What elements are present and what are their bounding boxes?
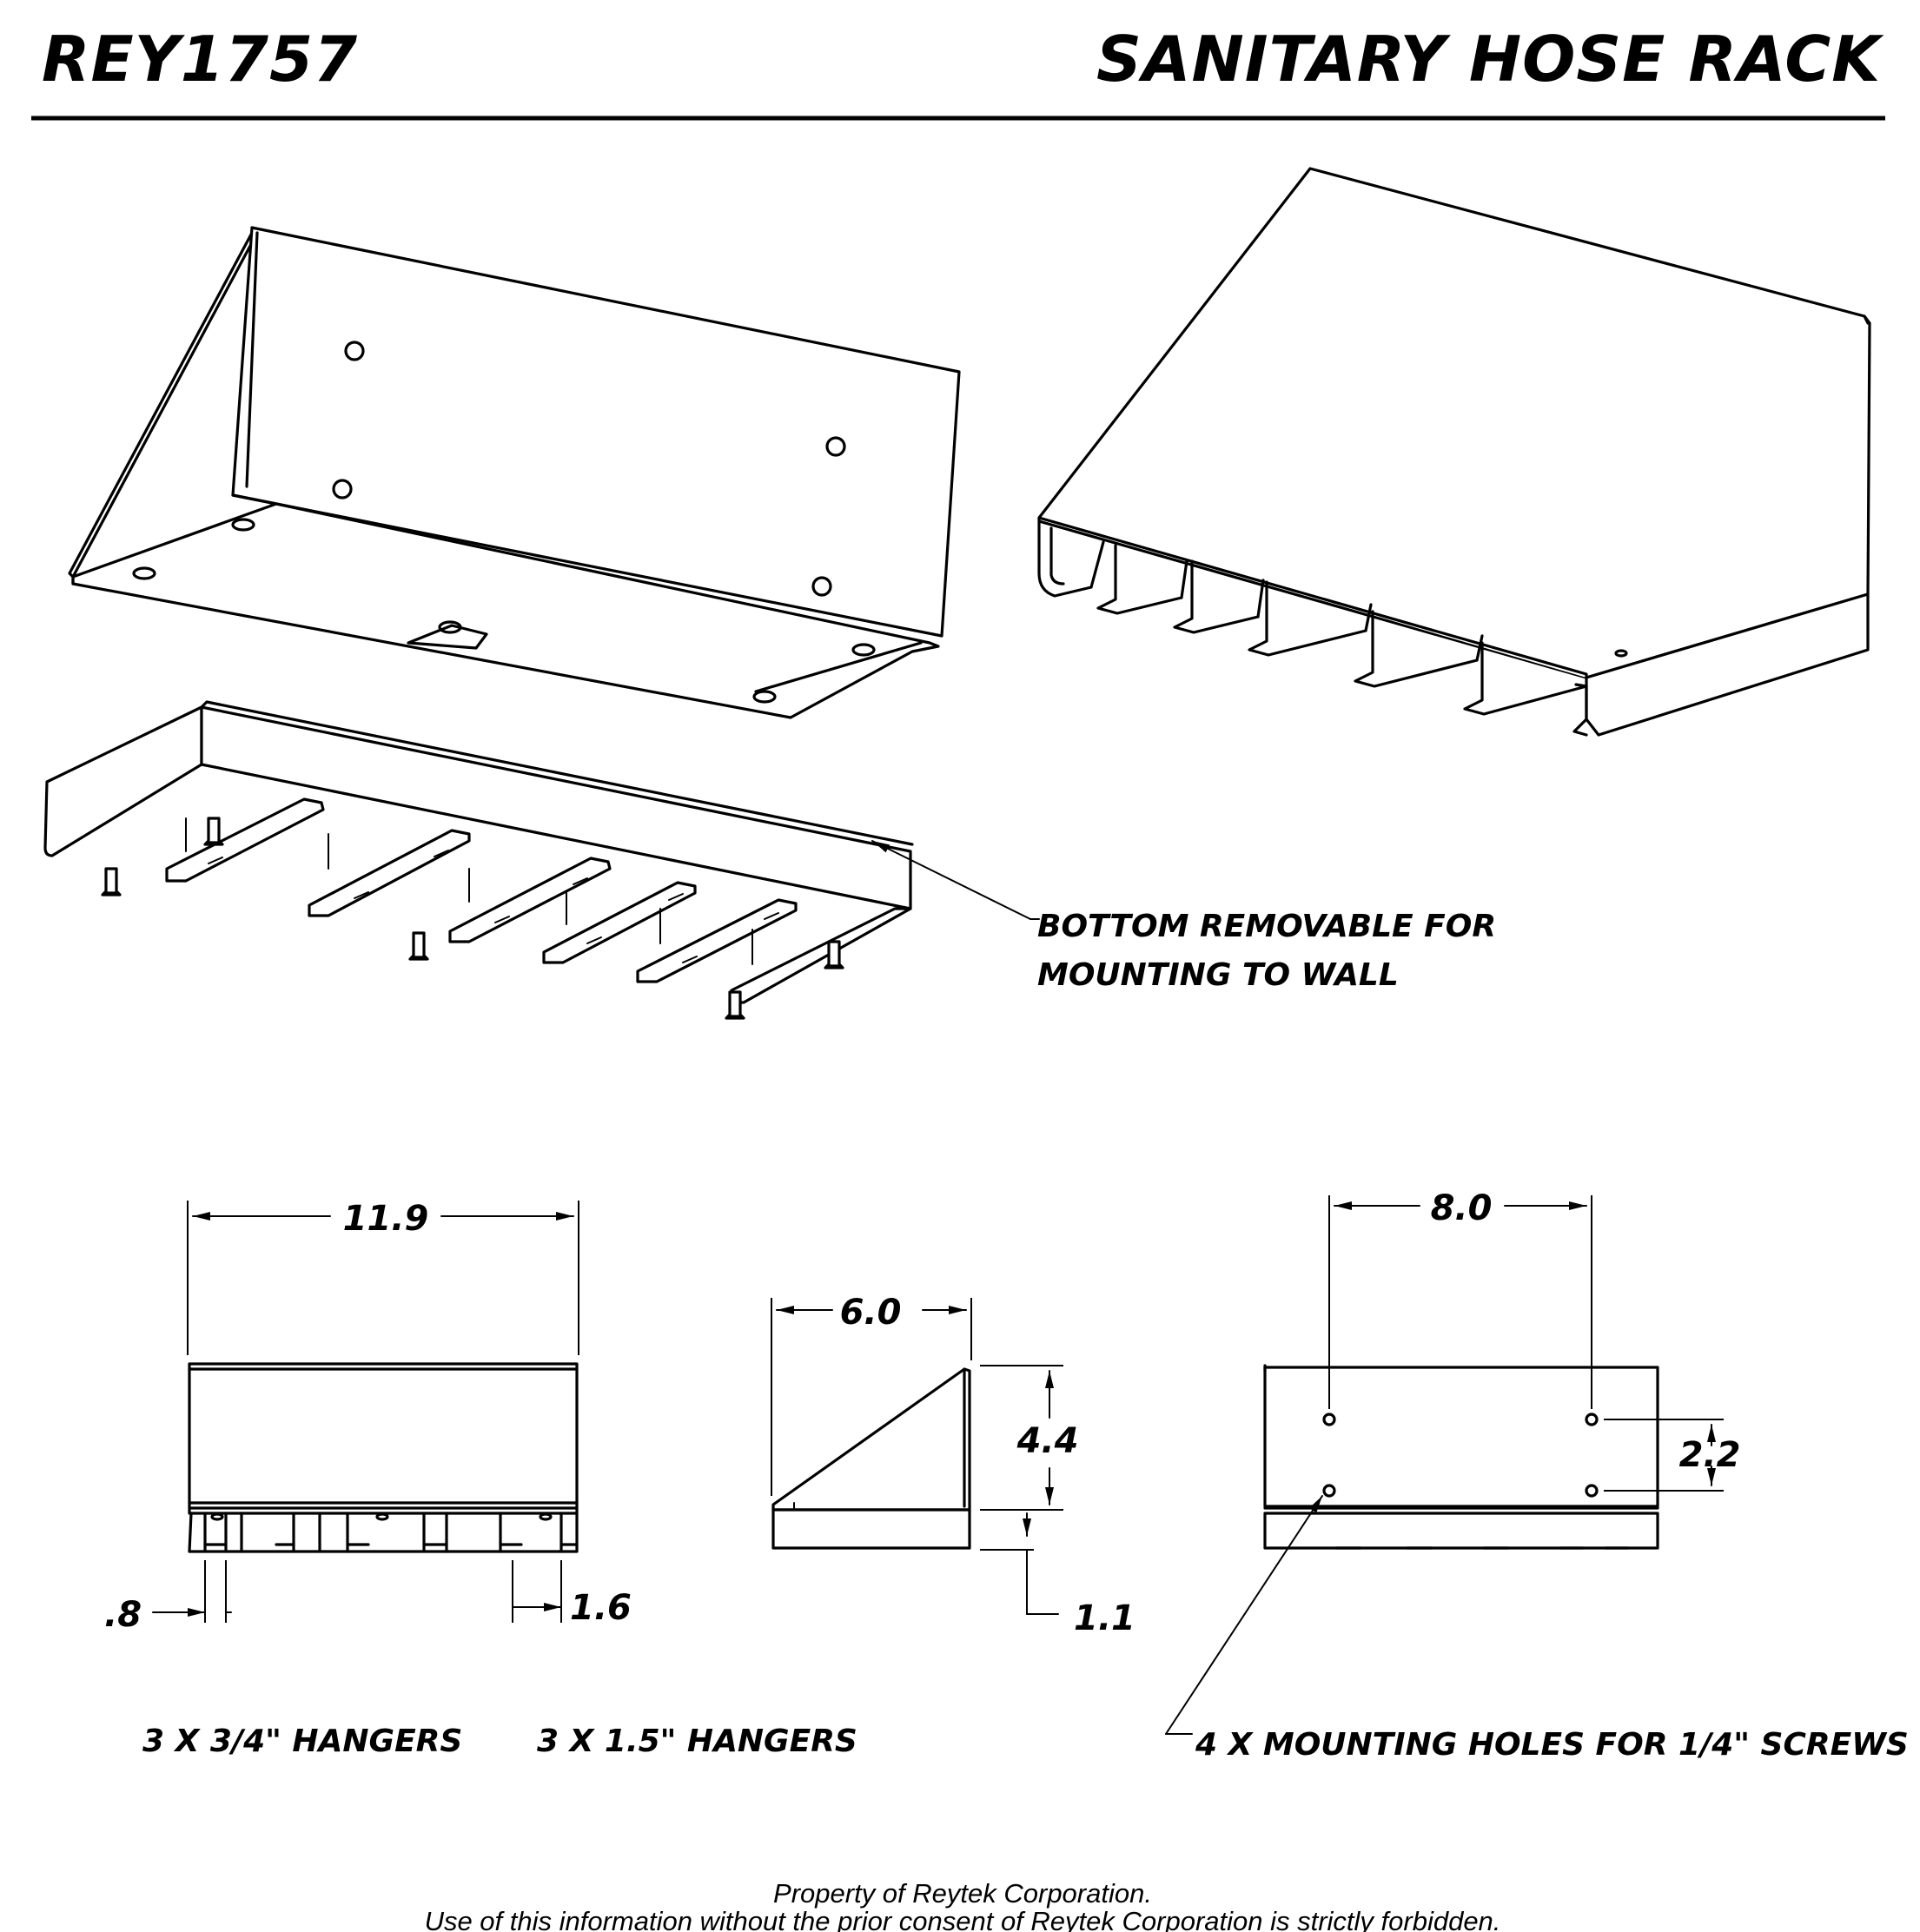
footer-line2: Use of this information without the prio… xyxy=(425,1906,1501,1932)
part-number: REY1757 xyxy=(42,23,358,96)
dim-height: 4.4 xyxy=(1016,1421,1079,1461)
mounting-holes-note: 4 X MOUNTING HOLES FOR 1/4" SCREWS xyxy=(1195,1727,1909,1763)
drawing-title: SANITARY HOSE RACK xyxy=(1096,23,1884,96)
footer-line1: Property of Reytek Corporation. xyxy=(773,1878,1152,1909)
rack-bottom-iso xyxy=(43,700,914,1020)
rack-upper-body-iso xyxy=(68,226,961,719)
screw xyxy=(725,990,745,1020)
mounting-hole xyxy=(1322,1484,1336,1498)
mounting-hole xyxy=(1322,1413,1336,1426)
bottom-callout-leader xyxy=(871,840,1031,920)
mounting-holes-leader xyxy=(1165,1495,1323,1735)
mounting-hole xyxy=(1585,1413,1599,1426)
side-view xyxy=(771,1367,971,1550)
screw xyxy=(101,867,122,897)
dim-overall-width: 11.9 xyxy=(343,1199,429,1239)
dim-large-gap: 1.6 xyxy=(570,1588,632,1628)
mounting-hole xyxy=(1585,1484,1599,1498)
screw xyxy=(824,940,844,969)
dim-hole-spacing-horizontal: 8.0 xyxy=(1431,1188,1493,1228)
dim-small-gap: .8 xyxy=(104,1595,142,1635)
screw xyxy=(408,931,429,961)
bottom-removable-note-line1: BOTTOM REMOVABLE FOR xyxy=(1037,909,1496,944)
bottom-removable-note-line2: MOUNTING TO WALL xyxy=(1037,957,1399,993)
dim-hole-spacing-vertical: 2.2 xyxy=(1679,1435,1741,1475)
rack-assembled-iso xyxy=(1037,167,1871,737)
dim-depth: 6.0 xyxy=(840,1293,902,1333)
hangers-large-note: 3 X 1.5" HANGERS xyxy=(537,1724,857,1759)
hangers-small-note: 3 X 3/4" HANGERS xyxy=(142,1724,462,1759)
dim-base-height: 1.1 xyxy=(1074,1598,1135,1638)
front-view xyxy=(188,1362,579,1553)
screw xyxy=(203,817,224,846)
rear-view xyxy=(1263,1364,1659,1550)
